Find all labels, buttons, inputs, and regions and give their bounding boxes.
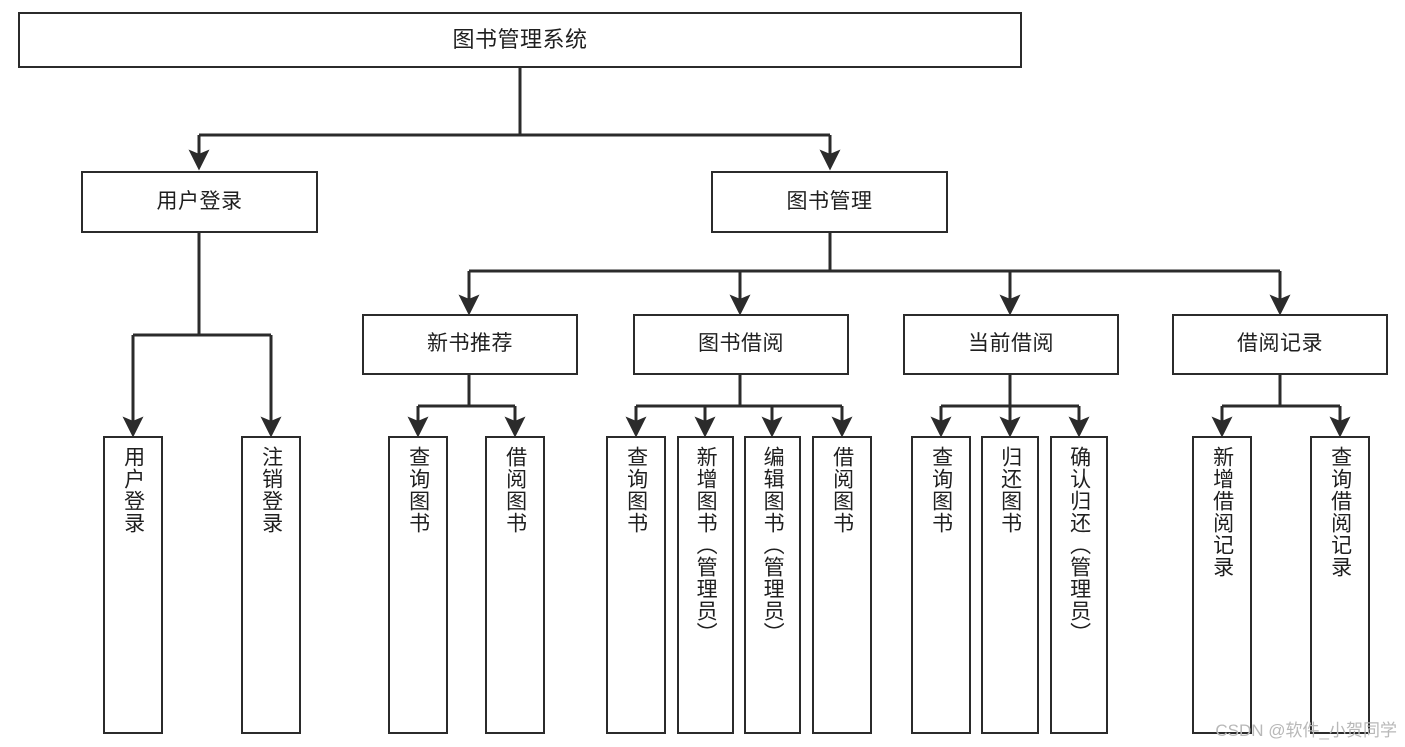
node-book-borrow[interactable]: 图书借阅 (633, 314, 849, 375)
node-current-borrow[interactable]: 当前借阅 (903, 314, 1119, 375)
node-leaf-borrow-book-2-label: 借阅图书 (830, 446, 854, 534)
node-leaf-confirm-return-label: 确认归还（管理员） (1067, 446, 1091, 644)
node-leaf-borrow-book-1-label: 借阅图书 (503, 446, 527, 534)
node-root-label: 图书管理系统 (452, 27, 588, 53)
node-leaf-confirm-return[interactable]: 确认归还（管理员） (1050, 436, 1108, 734)
node-borrow-record[interactable]: 借阅记录 (1172, 314, 1388, 375)
node-leaf-add-book[interactable]: 新增图书（管理员） (677, 436, 734, 734)
node-user-login-label: 用户登录 (156, 189, 243, 213)
node-root[interactable]: 图书管理系统 (18, 12, 1022, 68)
node-leaf-return-book-label: 归还图书 (998, 446, 1022, 534)
node-leaf-query-book-1-label: 查询图书 (406, 446, 430, 534)
node-new-book-recommend[interactable]: 新书推荐 (362, 314, 578, 375)
node-leaf-edit-book-label: 编辑图书（管理员） (761, 446, 785, 644)
node-leaf-borrow-book-1[interactable]: 借阅图书 (485, 436, 545, 734)
node-book-borrow-label: 图书借阅 (698, 332, 784, 356)
node-leaf-add-book-label: 新增图书（管理员） (694, 446, 718, 644)
node-leaf-add-record[interactable]: 新增借阅记录 (1192, 436, 1252, 734)
watermark-text: CSDN @软件_小贺同学 (1215, 721, 1397, 740)
node-leaf-user-login-label: 用户登录 (121, 446, 145, 534)
node-leaf-user-login[interactable]: 用户登录 (103, 436, 163, 734)
node-leaf-borrow-book-2[interactable]: 借阅图书 (812, 436, 872, 734)
node-leaf-query-book-2-label: 查询图书 (624, 446, 648, 534)
node-leaf-query-book-1[interactable]: 查询图书 (388, 436, 448, 734)
node-leaf-query-record[interactable]: 查询借阅记录 (1310, 436, 1370, 734)
node-user-login[interactable]: 用户登录 (81, 171, 318, 233)
node-leaf-query-book-3-label: 查询图书 (929, 446, 953, 534)
node-book-manage[interactable]: 图书管理 (711, 171, 948, 233)
node-leaf-user-logout-label: 注销登录 (259, 446, 283, 534)
node-leaf-edit-book[interactable]: 编辑图书（管理员） (744, 436, 801, 734)
node-leaf-query-book-2[interactable]: 查询图书 (606, 436, 666, 734)
node-new-book-recommend-label: 新书推荐 (427, 332, 513, 356)
node-book-manage-label: 图书管理 (786, 189, 873, 213)
node-leaf-add-record-label: 新增借阅记录 (1210, 446, 1234, 578)
node-borrow-record-label: 借阅记录 (1237, 332, 1323, 356)
node-leaf-return-book[interactable]: 归还图书 (981, 436, 1039, 734)
node-leaf-user-logout[interactable]: 注销登录 (241, 436, 301, 734)
node-current-borrow-label: 当前借阅 (968, 332, 1054, 356)
node-leaf-query-book-3[interactable]: 查询图书 (911, 436, 971, 734)
node-leaf-query-record-label: 查询借阅记录 (1328, 446, 1352, 578)
